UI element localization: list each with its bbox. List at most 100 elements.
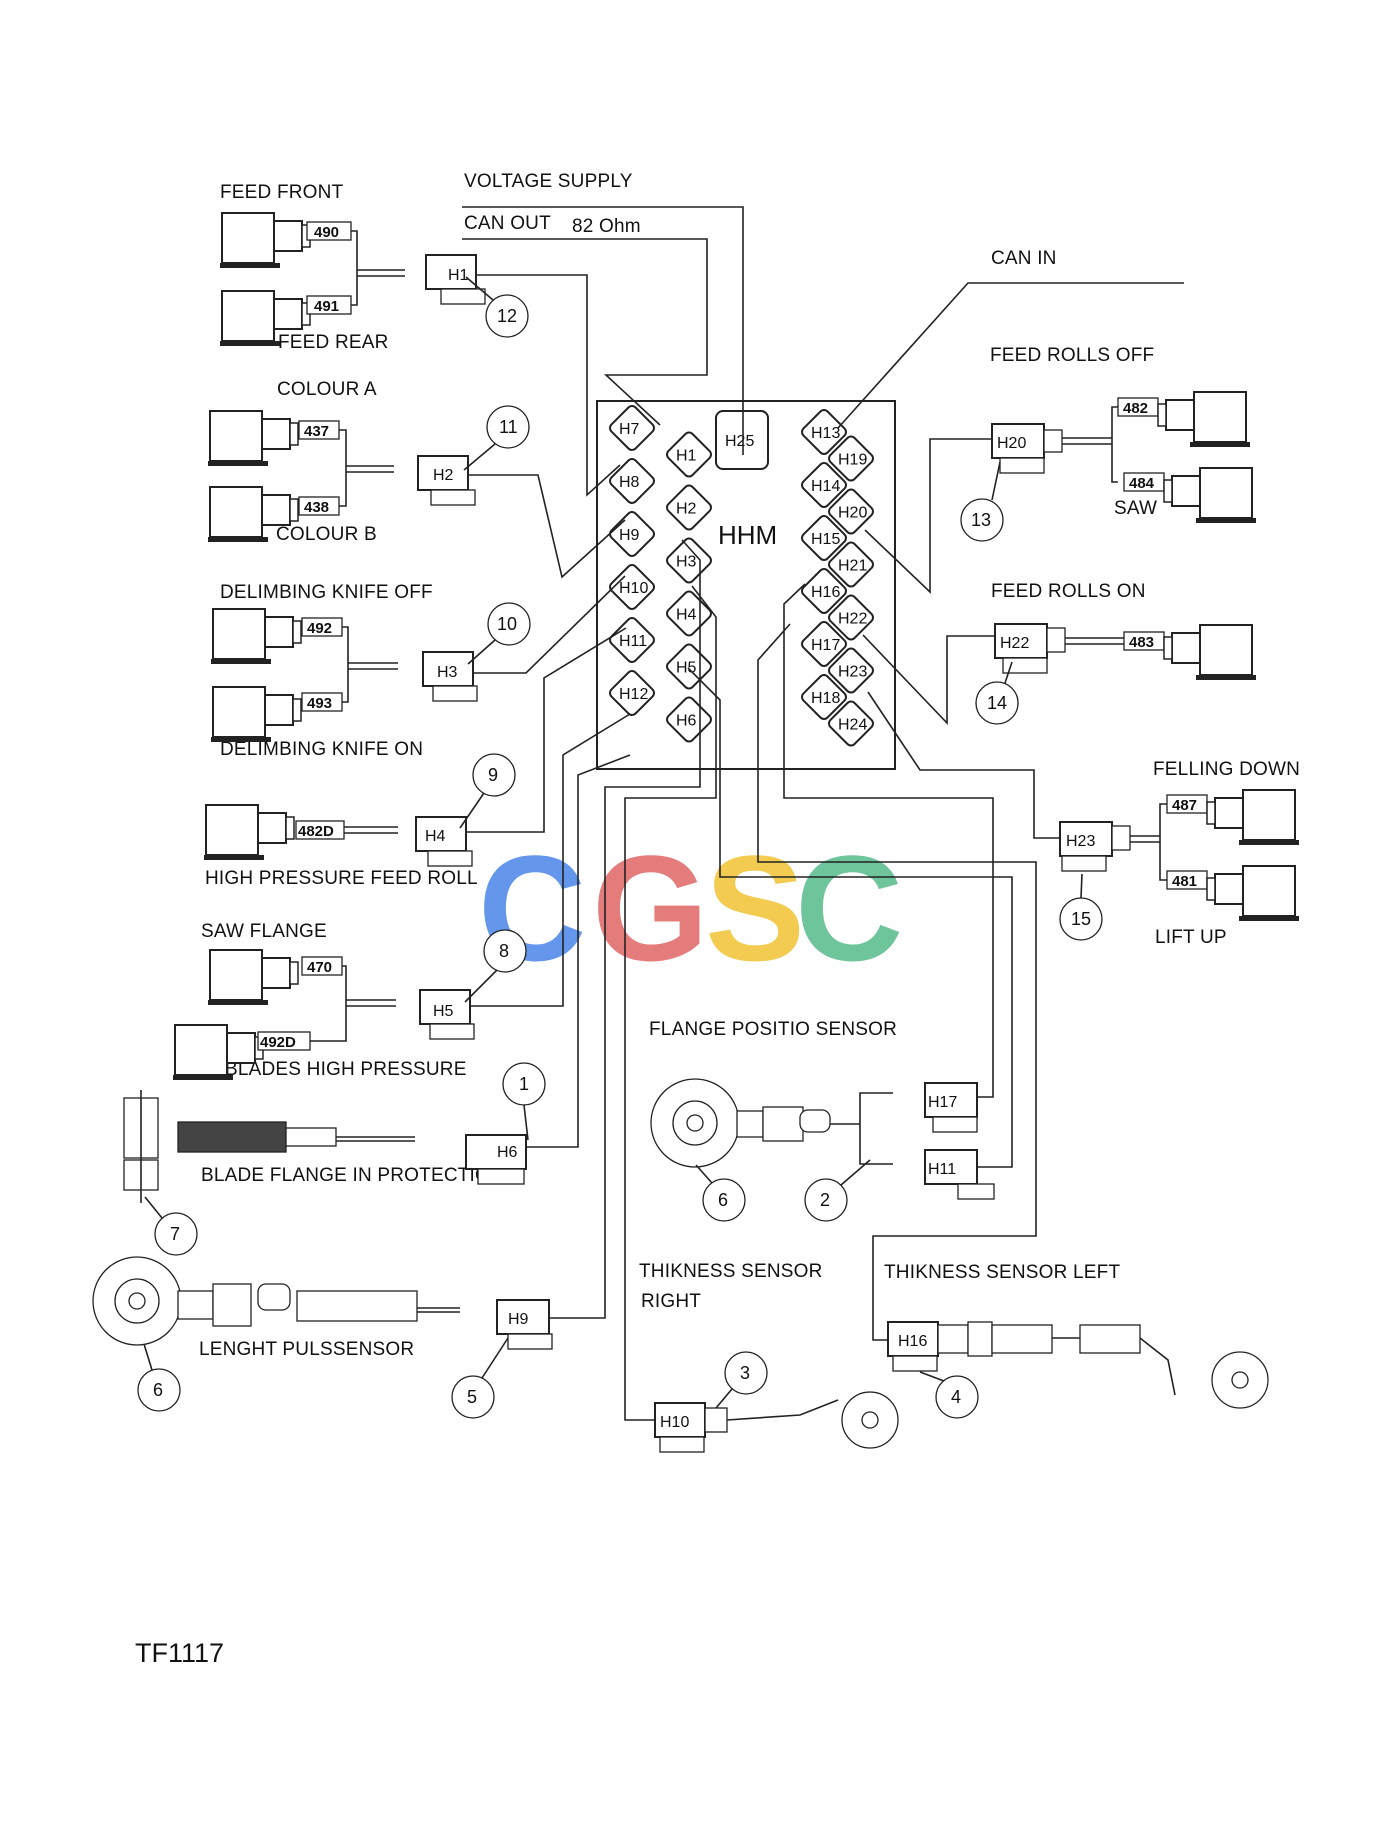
- bus-lines: VOLTAGE SUPPLY CAN OUT 82 Ohm CAN IN: [462, 171, 1184, 455]
- h3-connector: H3: [437, 664, 458, 681]
- hub-socket-h20: [828, 488, 874, 535]
- delimbing-off-label: DELIMBING KNIFE OFF: [220, 582, 433, 603]
- callout-11: 11: [499, 417, 518, 437]
- group-15-felling: FELLING DOWN LIFT UP H23 487 481 15: [867, 691, 1300, 948]
- hub-socket-label-h21: H21: [838, 558, 867, 575]
- hub-socket-h17: [801, 621, 847, 667]
- high-pressure-feed-roll-label: HIGH PRESSURE FEED ROLL: [205, 868, 478, 889]
- length-pulssensor-label: LENGHT PULSSENSOR: [199, 1339, 414, 1360]
- watermark-letter-s: S: [705, 824, 805, 992]
- code-487: 487: [1172, 797, 1197, 814]
- can-out-wire: [462, 238, 708, 426]
- feed-rolls-off-label: FEED ROLLS OFF: [990, 345, 1154, 366]
- callout-6-flange: 6: [718, 1190, 728, 1210]
- callout-14: 14: [987, 693, 1007, 713]
- hub-socket-label-h17: H17: [811, 637, 840, 654]
- feed-rolls-on-label: FEED ROLLS ON: [991, 581, 1146, 602]
- blade-flange-protection-label: BLADE FLANGE IN PROTECTION: [201, 1165, 504, 1186]
- hub-socket-h2: [666, 484, 712, 531]
- hub-socket-label-h4: H4: [676, 607, 697, 624]
- valve-437: [207, 410, 299, 467]
- code-438: 438: [304, 499, 329, 516]
- hub-socket-label-h8: H8: [619, 474, 640, 491]
- hub-socket-label-h22: H22: [838, 611, 867, 628]
- h25-label: H25: [725, 433, 754, 450]
- hub-socket-h24: [828, 700, 874, 747]
- terminator-label: 82 Ohm: [572, 216, 641, 237]
- callout-15: 15: [1071, 909, 1091, 929]
- valve-487: [1206, 789, 1300, 846]
- group-9-high-pressure: HIGH PRESSURE FEED ROLL 482D H4 9: [203, 627, 627, 889]
- valve-482d: [203, 804, 295, 861]
- hub-socket-label-h11: H11: [619, 633, 647, 650]
- thickness-sensor-right-label-2: RIGHT: [641, 1291, 701, 1312]
- hub-socket-h22: [828, 594, 874, 641]
- code-470: 470: [307, 959, 332, 976]
- hub-socket-label-h13: H13: [811, 425, 840, 442]
- hub-socket-h7: [609, 405, 655, 451]
- h11-connector: H11: [928, 1161, 956, 1178]
- callout-5: 5: [467, 1387, 477, 1407]
- hub-socket-h8: [609, 458, 655, 504]
- code-492d: 492D: [260, 1034, 296, 1051]
- hub-socket-label-h2: H2: [676, 501, 697, 518]
- h17-connector: H17: [928, 1094, 957, 1111]
- h16-connector: H16: [898, 1333, 927, 1350]
- callout-13: 13: [971, 510, 991, 530]
- hub-socket-label-h19: H19: [838, 452, 867, 469]
- hub-socket-label-h1: H1: [676, 448, 697, 465]
- blades-high-pressure-label: BLADES HIGH PRESSURE: [225, 1059, 467, 1080]
- hub-socket-h1: [666, 431, 712, 478]
- group-8-saw-flange: SAW FLANGE BLADES HIGH PRESSURE 470 492D…: [172, 713, 631, 1081]
- hub-socket-label-h20: H20: [838, 505, 867, 522]
- colour-b-label: COLOUR B: [276, 524, 377, 545]
- hub-socket-label-h10: H10: [619, 580, 648, 597]
- hub-socket-h10: [609, 564, 655, 610]
- valve-483: [1163, 624, 1257, 681]
- valve-470: [207, 949, 299, 1006]
- h10-connector: H10: [660, 1414, 689, 1431]
- hub-socket-label-h14: H14: [811, 478, 840, 495]
- hub-socket-label-h15: H15: [811, 531, 840, 548]
- valve-481: [1206, 865, 1300, 922]
- callout-9: 9: [488, 765, 498, 785]
- hub-socket-h11: [609, 617, 655, 663]
- hub-socket-h12: [609, 670, 655, 716]
- group-13-feed-rolls-off: FEED ROLLS OFF SAW H20 482 484 13: [864, 345, 1257, 594]
- group-12-feed: FEED FRONT FEED REAR 490 491 H1 12: [219, 182, 621, 497]
- h1-connector: H1: [448, 267, 469, 284]
- code-482: 482: [1123, 400, 1148, 417]
- callout-4: 4: [951, 1387, 961, 1407]
- h2-connector: H2: [433, 467, 454, 484]
- hub-socket-label-h3: H3: [676, 554, 697, 571]
- feed-front-label: FEED FRONT: [220, 182, 344, 203]
- callout-1: 1: [519, 1074, 529, 1094]
- h25-socket: [715, 410, 769, 470]
- hub-socket-h16: [801, 568, 847, 614]
- code-483: 483: [1129, 634, 1154, 651]
- hub-socket-h14: [801, 462, 847, 508]
- h6-connector: H6: [497, 1144, 518, 1161]
- hub-socket-label-h9: H9: [619, 527, 640, 544]
- can-out-label: CAN OUT: [464, 213, 551, 234]
- hub-socket-h13: [801, 409, 847, 455]
- hub-socket-h15: [801, 515, 847, 561]
- watermark-letter-g: G: [592, 824, 709, 992]
- h23-connector: H23: [1066, 833, 1095, 850]
- feed-rear-label: FEED REAR: [278, 332, 389, 353]
- code-492: 492: [307, 620, 332, 637]
- hub-socket-label-h23: H23: [838, 664, 867, 681]
- hub-socket-label-h7: H7: [619, 421, 640, 438]
- code-491: 491: [314, 298, 339, 315]
- flange-position-sensor-label: FLANGE POSITIO SENSOR: [649, 1019, 897, 1040]
- can-in-label: CAN IN: [991, 248, 1057, 269]
- delimbing-on-label: DELIMBING KNIFE ON: [220, 739, 423, 760]
- saw-label: SAW: [1114, 498, 1157, 519]
- group-1-blade-flange: BLADE FLANGE IN PROTECTION H6 1 7: [123, 754, 631, 1256]
- valve-492: [210, 608, 302, 665]
- group-14-feed-rolls-on: FEED ROLLS ON H22 483 14: [862, 581, 1257, 725]
- colour-a-label: COLOUR A: [277, 379, 377, 400]
